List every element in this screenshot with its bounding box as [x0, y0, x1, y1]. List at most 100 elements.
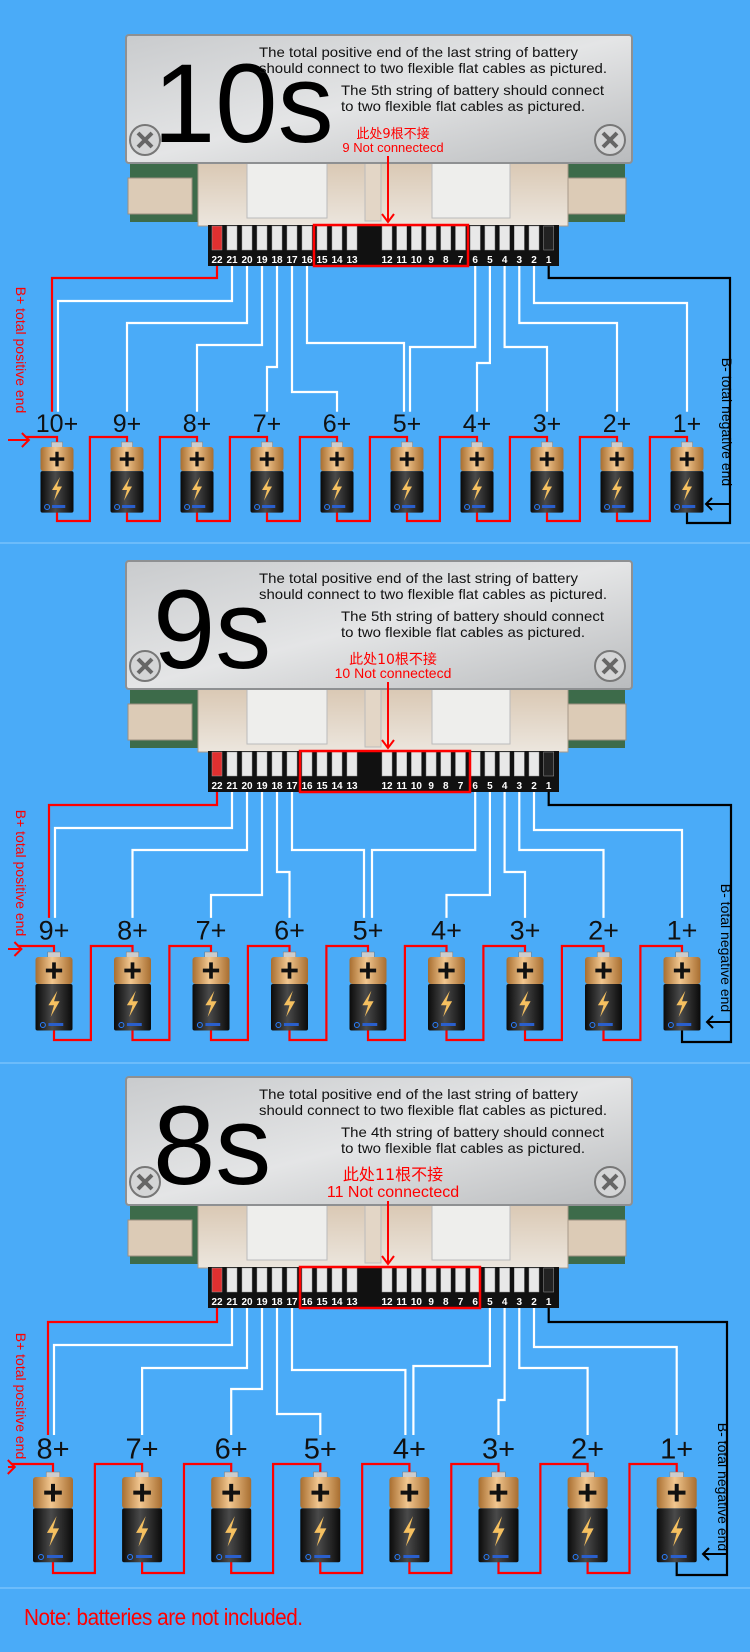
pin-13: [346, 225, 358, 251]
plate-note-line: to two flexible flat cables as pictured.: [341, 1140, 585, 1156]
sense-wire-pin-6: [408, 266, 477, 412]
battery-8+: [114, 951, 151, 1031]
lightning-icon: [126, 990, 139, 1017]
pin-18: [271, 751, 283, 777]
brand-text-mark: [126, 1023, 142, 1026]
pin-20: [241, 751, 253, 777]
battery-1+: [656, 1471, 697, 1563]
b-plus-label: B+ total positive end: [13, 1333, 29, 1459]
pin-label: 17: [286, 255, 298, 266]
pin-label: 18: [271, 1297, 283, 1308]
sense-wire-pin-20: [125, 266, 249, 412]
pin-6: [469, 1267, 481, 1293]
lightning-icon: [676, 990, 688, 1017]
pin-12: [381, 225, 393, 251]
series-link-wire: [125, 435, 199, 523]
brand-logo-icon: [432, 1022, 439, 1028]
pin-16: [301, 225, 313, 251]
footer-note: Note: batteries are not included.: [24, 1604, 303, 1630]
pin-2: [528, 1267, 540, 1293]
battery-7+: [122, 1471, 163, 1563]
series-count-title: 9s: [153, 567, 271, 692]
pin-8: [440, 225, 452, 251]
pin-label: 11: [396, 1297, 407, 1308]
battery-4+: [428, 951, 465, 1031]
sense-wire-pin-18: [275, 792, 291, 918]
screw-cross-icon: [136, 657, 154, 675]
pin-19: [256, 751, 268, 777]
pin-11: [396, 225, 407, 251]
series-link-wire: [602, 944, 684, 1042]
plus-icon: [399, 451, 415, 467]
plus-icon: [259, 451, 275, 467]
pin-label: 2: [531, 781, 537, 792]
screw-cross-icon: [136, 131, 154, 149]
pin-9: [425, 225, 437, 251]
pin-5: [484, 1267, 496, 1293]
connector-latch: [246, 1204, 328, 1261]
series-link-wire: [615, 435, 689, 523]
pin-22: [211, 1267, 223, 1293]
plus-icon: [119, 451, 135, 467]
lightning-icon: [472, 477, 482, 501]
brand-logo-icon: [667, 1022, 674, 1028]
pin-22: [211, 225, 223, 251]
pin-4: [499, 225, 510, 251]
plate-note-line: The 4th string of battery should connect: [341, 1124, 604, 1140]
battery-3+: [478, 1471, 519, 1563]
plus-icon: [45, 962, 63, 979]
pin-label: 21: [226, 255, 238, 266]
battery-label: 1+: [673, 410, 702, 438]
series-link-wire: [545, 435, 619, 523]
lightning-icon: [492, 1516, 505, 1547]
pin-label: 7: [458, 781, 464, 792]
brand-text-mark: [542, 505, 556, 508]
lightning-icon: [52, 477, 62, 501]
sense-wire-pin-18: [265, 266, 279, 412]
battery-label: 5+: [304, 1433, 337, 1465]
brand-text-mark: [332, 505, 346, 508]
series-count-title: 10s: [153, 41, 334, 166]
pin-17: [286, 1267, 298, 1293]
plate-note-line: to two flexible flat cables as pictured.: [341, 624, 585, 640]
pin-10: [411, 751, 422, 777]
brand-logo-icon: [604, 504, 611, 510]
screw-cross-icon: [136, 1173, 154, 1191]
plus-icon: [44, 1483, 62, 1502]
pin-2: [528, 225, 540, 251]
plus-icon: [329, 451, 345, 467]
series-link-wire: [51, 1462, 144, 1575]
pin-9: [425, 1267, 437, 1293]
sense-wire-pin-17: [290, 266, 339, 412]
plate-note-line: should connect to two flexible flat cabl…: [259, 586, 607, 602]
battery-label: 4+: [463, 410, 492, 438]
plus-icon: [673, 962, 691, 979]
pin-3: [514, 1267, 525, 1293]
connector-divider: [364, 688, 382, 748]
screw-cross-icon: [601, 131, 619, 149]
pin-label: 19: [256, 1297, 268, 1308]
plus-icon: [281, 962, 298, 979]
battery-2+: [567, 1471, 608, 1563]
sense-wire-pin-16: [305, 266, 406, 412]
brand-logo-icon: [196, 1022, 203, 1028]
not-connected-note-cn: 此处11根不接: [343, 1165, 443, 1184]
battery-10+: [40, 441, 74, 513]
pin-label: 20: [241, 255, 253, 266]
battery-label: 3+: [533, 410, 562, 438]
sense-wire-pin-20: [131, 792, 249, 918]
not-connected-note-en: 9 Not connectecd: [342, 140, 443, 155]
battery-9+: [35, 951, 73, 1031]
series-link-wire: [408, 1462, 500, 1575]
pin-label: 5: [487, 255, 493, 266]
pin-20: [241, 225, 253, 251]
battery-label: 7+: [196, 916, 227, 946]
brand-text-mark: [612, 505, 626, 508]
pin-5: [484, 751, 496, 777]
b-plus-wire: [46, 1308, 219, 1435]
b-minus-wire: [547, 266, 732, 525]
pin-label: 7: [458, 255, 464, 266]
pin-label: 12: [381, 255, 393, 266]
pin-label: 17: [286, 1297, 298, 1308]
